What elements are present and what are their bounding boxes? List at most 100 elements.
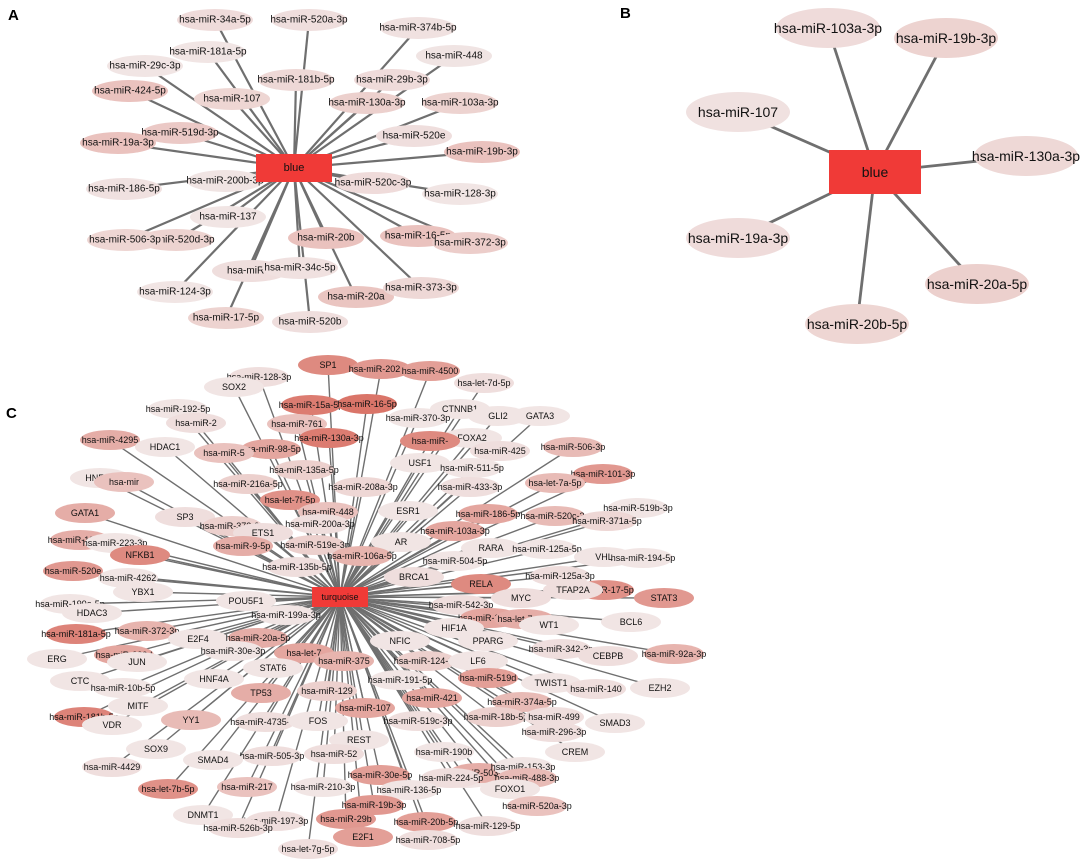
node-hsa-mir-34c-5p[interactable]: hsa-miR-34c-5p — [262, 257, 338, 279]
node-hsa-mir-4735-3p[interactable]: hsa-miR-4735-3p — [230, 712, 300, 732]
node-ar[interactable]: AR — [371, 532, 431, 552]
node-hsa-mir-761[interactable]: hsa-miR-761 — [267, 414, 327, 434]
node-hsa-mir-5[interactable]: hsa-miR-5 — [194, 443, 254, 463]
node-smad4[interactable]: SMAD4 — [183, 750, 243, 770]
node-hsa-mir-101-3p[interactable]: hsa-miR-101-3p — [571, 464, 636, 484]
node-hsa-mir-374b-5p[interactable]: hsa-miR-374b-5p — [379, 17, 457, 39]
node-hsa-mir-20b-5p[interactable]: hsa-miR-20b-5p — [394, 812, 459, 832]
node-hif1a[interactable]: HIF1A — [424, 618, 484, 638]
node-hsa-mir-202-3p[interactable]: hsa-miR-202-3p — [349, 359, 414, 379]
node-twist1[interactable]: TWIST1 — [521, 673, 581, 693]
node-hsa-mir-4500[interactable]: hsa-miR-4500 — [400, 361, 460, 381]
node-ybx1[interactable]: YBX1 — [113, 582, 173, 602]
node-hsa-mir-210-3p[interactable]: hsa-miR-210-3p — [291, 777, 356, 797]
node-hsa-mir-20b-5p[interactable]: hsa-miR-20b-5p — [805, 304, 909, 344]
node-hsa-mir-135a-5p[interactable]: hsa-miR-135a-5p — [269, 460, 339, 480]
node-hsa-mir-191-5p[interactable]: hsa-miR-191-5p — [368, 670, 433, 690]
node-hsa-mir-519e-3p[interactable]: hsa-miR-519e-3p — [280, 535, 350, 555]
hub-node-blue[interactable]: blue — [256, 154, 332, 182]
node-brca1[interactable]: BRCA1 — [384, 567, 444, 587]
node-e2f1[interactable]: E2F1 — [333, 827, 393, 847]
node-hsa-mir-520a-3p[interactable]: hsa-miR-520a-3p — [502, 796, 572, 816]
node-hsa-mir-107[interactable]: hsa-miR-107 — [335, 698, 395, 718]
node-nfic[interactable]: NFIC — [370, 631, 430, 651]
node-erg[interactable]: ERG — [27, 649, 87, 669]
node-hsa-let-7a-5p[interactable]: hsa-let-7a-5p — [525, 473, 585, 493]
node-crem[interactable]: CREM — [545, 742, 605, 762]
node-hsa-mir-107[interactable]: hsa-miR-107 — [686, 92, 790, 132]
node-nfkb1[interactable]: NFKB1 — [110, 545, 170, 565]
node-sox2[interactable]: SOX2 — [204, 377, 264, 397]
node-hsa-mir-186-5p[interactable]: hsa-miR-186-5p — [456, 504, 521, 524]
node-hsa-mir-17-5p[interactable]: hsa-miR-17-5p — [188, 307, 264, 329]
node-hsa-mir-519d-3p[interactable]: hsa-miR-519d-3p — [141, 122, 219, 144]
node-fos[interactable]: FOS — [288, 711, 348, 731]
node-hsa-mir-342-3p[interactable]: hsa-miR-342-3p — [529, 639, 594, 659]
node-hsa-mir-520b[interactable]: hsa-miR-520b — [272, 311, 348, 333]
node-hsa-mir-20b[interactable]: hsa-miR-20b — [288, 227, 364, 249]
node-usf1[interactable]: USF1 — [390, 453, 450, 473]
node-hsa-mir-520c-3p[interactable]: hsa-miR-520c-3p — [520, 506, 590, 526]
node-hsa-mir-34a-5p[interactable]: hsa-miR-34a-5p — [177, 9, 253, 31]
node-hsa-mir-186-5p[interactable]: hsa-miR-186-5p — [86, 178, 162, 200]
node-hsa-let-7b-5p[interactable]: hsa-let-7b-5p — [138, 779, 198, 799]
node-hdac1[interactable]: HDAC1 — [135, 437, 195, 457]
node-esr1[interactable]: ESR1 — [378, 501, 438, 521]
node-hsa-mir-135b-5p[interactable]: hsa-miR-135b-5p — [262, 557, 332, 577]
node-hsa-mir-19b-3p[interactable]: hsa-miR-19b-3p — [894, 18, 998, 58]
node-tp53[interactable]: TP53 — [231, 683, 291, 703]
node-hsa-mir-140[interactable]: hsa-miR-140 — [566, 679, 626, 699]
node-hsa-mir-505-3p[interactable]: hsa-miR-505-3p — [240, 746, 305, 766]
node-foxo1[interactable]: FOXO1 — [480, 779, 540, 799]
node-hsa-mir-29b[interactable]: hsa-miR-29b — [316, 809, 376, 829]
node-hsa-mir-130a-3p[interactable]: hsa-miR-130a-3p — [972, 136, 1080, 176]
node-hsa-mir-208a-3p[interactable]: hsa-miR-208a-3p — [328, 477, 398, 497]
node-hdac3[interactable]: HDAC3 — [62, 603, 122, 623]
node-hsa-mir-526b-3p[interactable]: hsa-miR-526b-3p — [203, 818, 273, 838]
node-hsa-mir-15a-5p[interactable]: hsa-miR-15a-5p — [279, 395, 344, 415]
node-hsa-mir-424-5p[interactable]: hsa-miR-424-5p — [92, 80, 168, 102]
node-hsa-mir-506-3p[interactable]: hsa-miR-506-3p — [87, 229, 163, 251]
node-hsa-mir-520e[interactable]: hsa-miR-520e — [43, 561, 103, 581]
node-hsa-mir-421[interactable]: hsa-miR-421 — [402, 688, 462, 708]
node-hsa-mir-520c-3p[interactable]: hsa-miR-520c-3p — [335, 172, 412, 194]
node-hsa-mir-30e-3p[interactable]: hsa-miR-30e-3p — [201, 641, 266, 661]
node-hsa-mir-511-5p[interactable]: hsa-miR-511-5p — [440, 458, 504, 478]
node-hsa-mir-520e[interactable]: hsa-miR-520e — [376, 125, 452, 147]
node-hsa-mir-20a-5p[interactable]: hsa-miR-20a-5p — [925, 264, 1029, 304]
node-hsa-mir-125a-5p[interactable]: hsa-miR-125a-5p — [512, 539, 582, 559]
node-hsa-mir-373-3p[interactable]: hsa-miR-373-3p — [383, 277, 459, 299]
node-hsa-mir-98-5p[interactable]: hsa-miR-98-5p — [241, 439, 301, 459]
node-hsa-mir-217[interactable]: hsa-miR-217 — [217, 777, 277, 797]
node-hsa-mir-2[interactable]: hsa-miR-2 — [166, 413, 226, 433]
node-hsa-mir-519d[interactable]: hsa-miR-519d — [458, 668, 518, 688]
node-wt1[interactable]: WT1 — [519, 615, 579, 635]
node-hsa-mir-20a[interactable]: hsa-miR-20a — [318, 286, 394, 308]
node-pparg[interactable]: PPARG — [458, 631, 518, 651]
node-hsa-mir-224-5p[interactable]: hsa-miR-224-5p — [419, 768, 484, 788]
node-gli2[interactable]: GLI2 — [468, 406, 528, 426]
node-hsa-mir-19b-3p[interactable]: hsa-miR-19b-3p — [444, 141, 520, 163]
node-vdr[interactable]: VDR — [82, 715, 142, 735]
node-hsa-mir-499[interactable]: hsa-miR-499 — [524, 707, 584, 727]
node-sp3[interactable]: SP3 — [155, 507, 215, 527]
node-rela[interactable]: RELA — [451, 574, 511, 594]
node-hsa-mir-18b-5p[interactable]: hsa-miR-18b-5p — [464, 707, 529, 727]
node-hnf4a[interactable]: HNF4A — [184, 669, 244, 689]
node-pou5f1[interactable]: POU5F1 — [216, 591, 276, 611]
node-hsa-mir-181a-5p[interactable]: hsa-miR-181a-5p — [41, 624, 111, 644]
node-hsa-mir-103a-3p[interactable]: hsa-miR-103a-3p — [420, 521, 490, 541]
node-hsa-mir-216a-5p[interactable]: hsa-miR-216a-5p — [213, 474, 283, 494]
node-hsa-mir-448[interactable]: hsa-miR-448 — [416, 45, 492, 67]
node-hsa-mir-194-5p[interactable]: hsa-miR-194-5p — [611, 548, 676, 568]
node-hsa-mir-107[interactable]: hsa-miR-107 — [194, 88, 270, 110]
node-hsa-mir-30e-5p[interactable]: hsa-miR-30e-5p — [348, 765, 413, 785]
node-hsa-mir-52[interactable]: hsa-miR-52 — [304, 744, 364, 764]
node-hsa-let-7g-5p[interactable]: hsa-let-7g-5p — [278, 839, 338, 859]
node-rara[interactable]: RARA — [461, 538, 521, 558]
node-hsa-mir-129-5p[interactable]: hsa-miR-129-5p — [456, 816, 521, 836]
node-hsa-mir[interactable]: hsa-miR- — [400, 431, 460, 451]
node-hsa-mir-519c-3p[interactable]: hsa-miR-519c-3p — [383, 711, 453, 731]
node-stat3[interactable]: STAT3 — [634, 588, 694, 608]
node-hsa-mir-103a-3p[interactable]: hsa-miR-103a-3p — [774, 8, 882, 48]
